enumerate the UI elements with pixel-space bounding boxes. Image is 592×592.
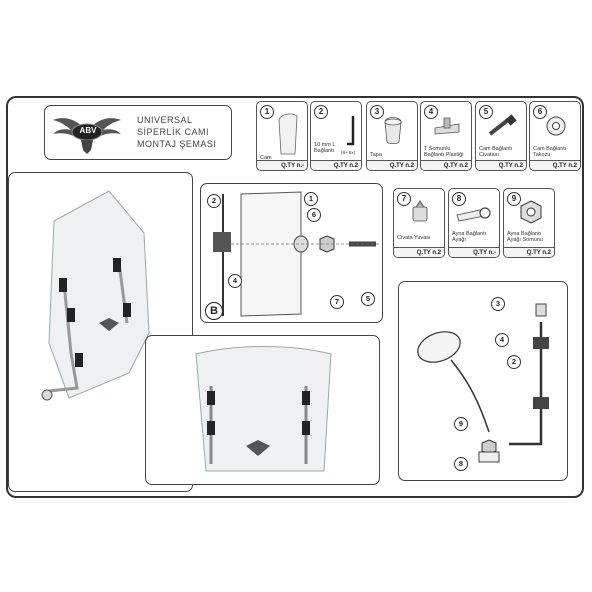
part-name: Cam [260,155,272,161]
mirror-mount-detail-box: 3 4 2 9 8 [398,281,568,481]
callout-7: 7 [330,295,344,309]
clamp-3 [113,258,121,272]
t-nut-clamp [213,232,231,252]
part-card-7: 7 Civata Yuvası Q.TY n.2 [393,188,445,258]
mount-foot [478,451,500,463]
windshield-front-view-box [145,335,380,485]
part-number: 9 [507,192,521,206]
l-bracket-icon [347,116,355,146]
part-card-2: 2 10 mm L Bağlantı (8+ 6x) Q.TY n.2 [310,101,362,171]
callout-3: 3 [491,297,505,311]
part-qty: Q.TY n.2 [530,160,580,170]
part-card-8: 8 Ayna Bağlantı Ayağı Q.TY n.- [448,188,500,258]
callout-6: 6 [307,208,321,222]
part-card-4: 4 T Somunlu Bağlantı Plastiği Q.TY n.2 [420,101,472,171]
clamp-4 [302,421,310,435]
detail-b-illustration [213,191,381,317]
t-nut-clamp-top [533,337,549,349]
mount-bolt [41,389,53,401]
part-qty: Q.TY n.- [449,247,499,257]
mirror-mount-foot-icon [456,207,491,222]
part-qty: Q.TY n.2 [421,160,471,170]
glass-icon [278,113,298,155]
windshield-side-view-box [8,172,193,492]
logo-text: ABV [79,126,97,135]
title-line-3: MONTAJ ŞEMASI [137,139,217,149]
part-card-1: 1 Cam Q.TY n.- [256,101,308,171]
part-number: 6 [533,105,547,119]
callout-5: 5 [361,292,375,306]
part-name: Tapa [370,152,382,158]
part-name: Ayna Bağlantı Ayağı Somunu [507,231,543,243]
logo-mark [246,440,270,456]
bolt-icon [488,114,517,136]
part-name: Cam Bağlantı Civatası [479,146,513,158]
detail-b-label: B [205,302,223,320]
mirror-stem [450,359,490,433]
part-name: T Somunlu Bağlantı Plastiği [424,146,464,158]
clamp-5 [75,353,83,367]
title-line-2: SİPERLİK CAMI [137,127,210,137]
clamp-2 [207,421,215,435]
windshield-front-illustration [195,346,332,472]
logo-crest [81,140,93,154]
part-qty: Q.TY n.- [257,160,307,170]
callout-8: 8 [454,457,468,471]
part-card-9: 9 Ayna Bağlantı Ayağı Somunu Q.TY n.2 [503,188,555,258]
part-note: (8+ 6x) [341,150,356,155]
part-qty: Q.TY n.2 [504,247,554,257]
callout-4: 4 [495,333,509,347]
mirror-head [417,331,461,363]
clamp-4 [123,303,131,317]
header-box: ABV [44,105,232,160]
l-bracket [509,322,543,446]
part-card-3: 3 Tapa Q.TY n.2 [366,101,418,171]
hex-nut-icon [520,200,542,224]
title-line-1: UNIVERSAL [137,115,193,125]
part-name: Ayna Bağlantı Ayağı [452,231,487,243]
t-nut-clamp-icon [434,117,460,135]
clamp-1 [207,391,215,405]
t-nut-clamp-bottom [533,397,549,409]
clamp-3 [302,391,310,405]
part-qty: Q.TY n.2 [367,160,417,170]
bolt-seat-icon [412,200,428,222]
cap-icon [384,117,402,144]
callout-2: 2 [207,194,221,208]
callout-4: 4 [228,274,242,288]
clamp-1 [59,278,67,292]
part-card-6: 6 Cam Bağlantı Takozu Q.TY n.2 [529,101,581,171]
mirror-mount-illustration [417,303,549,463]
part-number: 2 [314,105,328,119]
part-number: 1 [260,105,274,119]
glass-panel-section [240,191,302,317]
part-number: 5 [479,105,493,119]
part-qty: Q.TY n.2 [394,247,444,257]
part-qty: Q.TY n.2 [311,160,361,170]
callout-1: 1 [304,192,318,206]
detail-b-box: 2 1 6 4 7 5 B [200,183,383,323]
callout-9: 9 [454,417,468,431]
part-number: 4 [424,105,438,119]
abv-logo [53,118,121,154]
part-number: 3 [370,105,384,119]
part-name: 10 mm L Bağlantı [314,142,336,154]
part-number: 8 [452,192,466,206]
windshield-glass [195,346,332,472]
part-number: 7 [397,192,411,206]
cap-top [535,303,547,317]
part-name: Civata Yuvası [397,235,431,241]
part-qty: Q.TY n.2 [476,160,526,170]
windshield-glass [48,190,150,399]
clamp-2 [67,308,75,322]
part-card-5: 5 Cam Bağlantı Civatası Q.TY n.2 [475,101,527,171]
callout-2: 2 [507,355,521,369]
logo-mark [99,318,119,331]
part-name: Cam Bağlantı Takozu [533,146,567,158]
washer-spacer-icon [546,116,566,136]
windshield-side-illustration [41,190,150,401]
